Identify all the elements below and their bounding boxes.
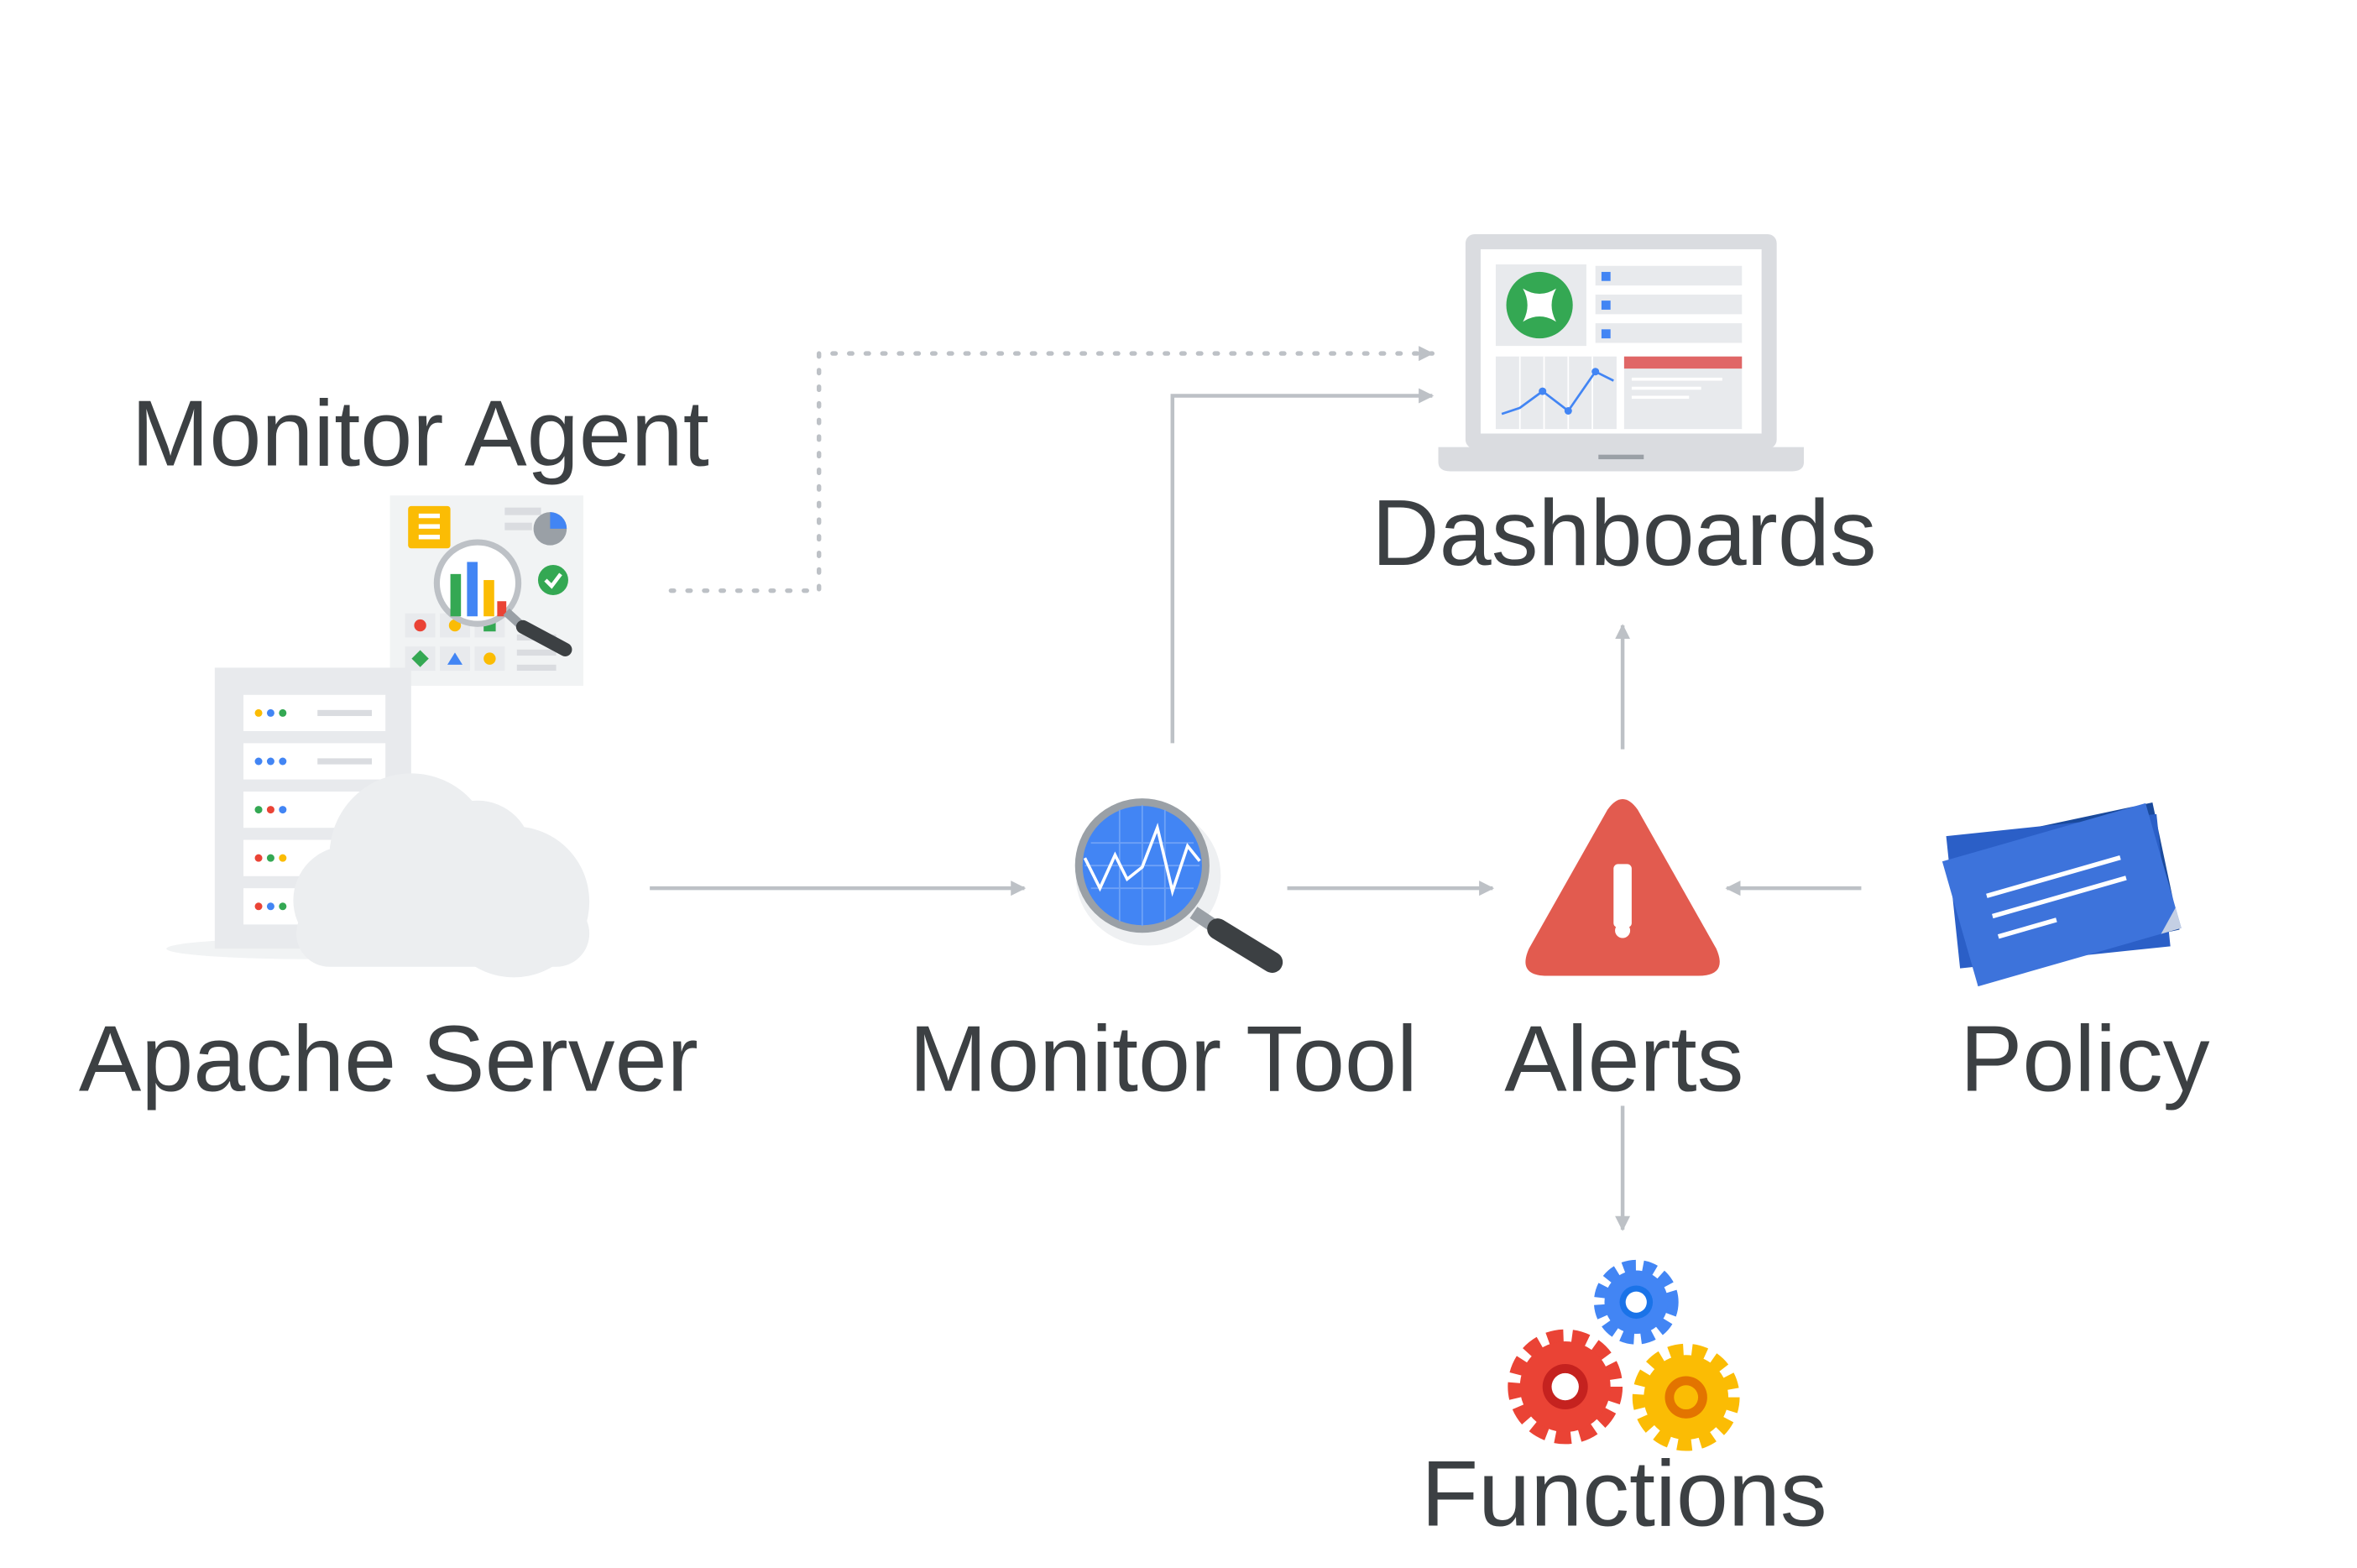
laptop-dashboard-icon (1438, 233, 1805, 472)
edge-monitor-agent-to-dashboards (668, 346, 1435, 593)
server-cloud-icon (166, 667, 590, 978)
gear-yellow-icon (1632, 1343, 1740, 1451)
connectors (650, 346, 1862, 1231)
functions-label: Functions (1421, 1441, 1827, 1546)
gear-blue-icon (1593, 1259, 1679, 1345)
dashboards-label: Dashboards (1372, 480, 1877, 585)
monitor-tool-node: Monitor Tool (909, 798, 1418, 1111)
monitor-agent-report-icon (389, 495, 583, 687)
apache-server-node: Apache Server (79, 667, 698, 1111)
monitor-agent-label: Monitor Agent (131, 380, 708, 485)
cloud-shape (293, 773, 590, 978)
policy-documents-icon (1942, 802, 2182, 987)
dashboards-node: Dashboards (1372, 233, 1877, 585)
alerts-label: Alerts (1504, 1006, 1743, 1111)
monitor-tool-label: Monitor Tool (909, 1006, 1418, 1111)
warning-triangle-icon (1525, 798, 1720, 976)
apache-server-label: Apache Server (79, 1006, 698, 1111)
alerts-node: Alerts (1504, 798, 1743, 1111)
functions-node: Functions (1421, 1259, 1827, 1546)
magnifier-graph-icon (1074, 798, 1283, 973)
policy-label: Policy (1960, 1006, 2210, 1111)
edge-monitor-tool-to-dashboards (1170, 388, 1435, 744)
monitor-agent-node: Monitor Agent (131, 380, 709, 687)
policy-node: Policy (1942, 802, 2210, 1111)
gear-red-icon (1508, 1329, 1623, 1445)
gears-icon (1508, 1259, 1740, 1451)
